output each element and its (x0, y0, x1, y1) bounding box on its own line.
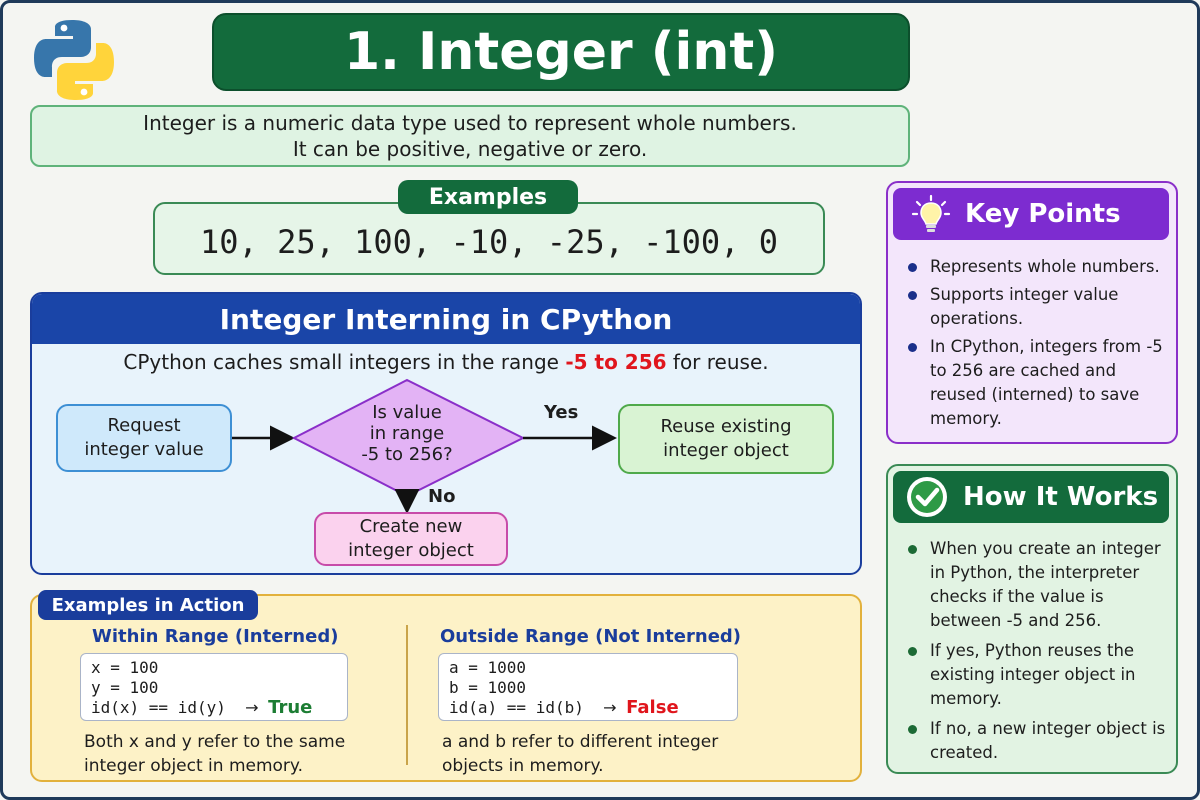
within-range-note: Both x and y refer to the same integer o… (84, 732, 346, 776)
lightbulb-icon (911, 194, 951, 232)
column-divider (406, 625, 408, 765)
examples-in-action-label: Examples in Action (38, 590, 258, 620)
flow-no-label: No (428, 486, 456, 507)
intro-line: Integer is a numeric data type used to r… (143, 111, 797, 135)
checkmark-icon (907, 477, 947, 517)
flow-yes-label: Yes (544, 402, 579, 423)
within-range-code: x = 100 y = 100 id(x) == id(y) → True (80, 653, 348, 721)
list-item: If yes, Python reuses the existing integ… (904, 639, 1170, 711)
how-it-works-list: When you create an integer in Python, th… (904, 537, 1170, 771)
key-points-header: Key Points (893, 188, 1169, 240)
intro-line: It can be positive, negative or zero. (292, 137, 648, 161)
interning-title: Integer Interning in CPython (32, 294, 860, 344)
arrow-right-icon: → (245, 698, 259, 717)
outside-range-code: a = 1000 b = 1000 id(a) == id(b) → False (438, 653, 738, 721)
list-item: If no, a new integer object is created. (904, 717, 1170, 765)
page-title: 1. Integer (int) (212, 13, 910, 91)
within-range-title: Within Range (Interned) (92, 626, 339, 647)
key-points-list: Represents whole numbers. Supports integ… (904, 255, 1166, 435)
result-true: True (268, 697, 313, 718)
code-line: b = 1000 (449, 678, 527, 697)
key-points-title: Key Points (965, 199, 1121, 229)
arrow-right-icon: → (603, 698, 617, 717)
interning-panel: Integer Interning in CPython CPython cac… (30, 292, 862, 575)
code-line: y = 100 (91, 678, 159, 697)
list-item: Represents whole numbers. (904, 255, 1166, 279)
how-it-works-header: How It Works (893, 471, 1169, 523)
subtitle-text: CPython caches small integers in the ran… (123, 350, 566, 374)
intro-definition: Integer is a numeric data type used to r… (30, 105, 910, 167)
result-false: False (626, 697, 679, 718)
examples-label: Examples (398, 180, 578, 214)
list-item: When you create an integer in Python, th… (904, 537, 1170, 633)
code-line: id(a) == id(b) → False (449, 697, 679, 718)
code-line: a = 1000 (449, 658, 527, 677)
outside-range-note: a and b refer to different integer objec… (442, 732, 719, 776)
outside-range-title: Outside Range (Not Interned) (440, 626, 742, 647)
interning-subtitle: CPython caches small integers in the ran… (32, 350, 860, 374)
python-logo-icon (34, 20, 114, 100)
subtitle-range: -5 to 256 (565, 350, 667, 374)
subtitle-text: for reuse. (666, 350, 769, 374)
code-line: x = 100 (91, 658, 159, 677)
list-item: In CPython, integers from -5 to 256 are … (904, 335, 1166, 431)
how-it-works-title: How It Works (963, 482, 1159, 512)
code-line: id(x) == id(y) → True (91, 697, 313, 718)
list-item: Supports integer value operations. (904, 283, 1166, 331)
flowchart-connectors (232, 378, 617, 514)
